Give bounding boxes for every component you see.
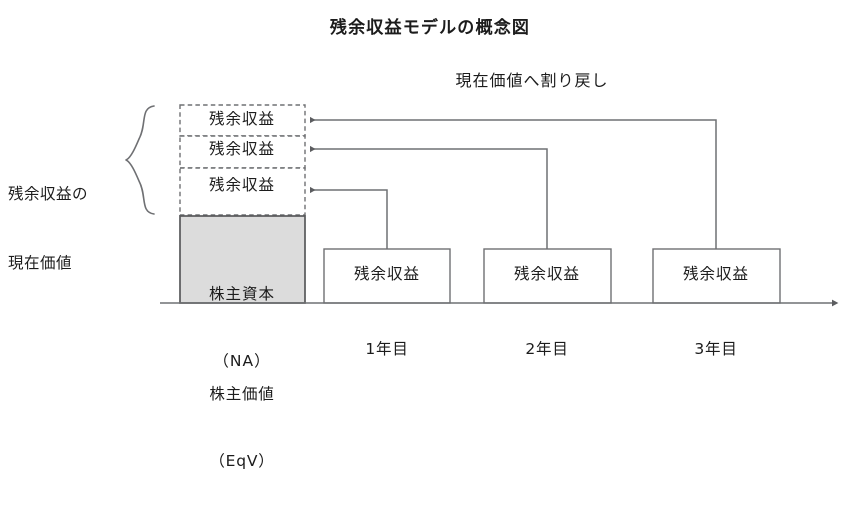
residual-income-model-diagram: 残余収益モデルの概念図 現在価値へ割り戻し 残余収益の 現在価値 残余収益 残余… [8, 18, 839, 470]
residual-income-pv-stack [179, 104, 306, 216]
residual-income-pv-box-3-label: 残余収益 [208, 176, 276, 194]
year-1-axis-label: 1年目 [365, 340, 409, 358]
equity-value-axis-label: 株主価値 （EqV） [209, 338, 274, 518]
discount-arrow-year-1 [310, 186, 388, 249]
present-value-bracket-label: 残余収益の 現在価値 [8, 136, 88, 322]
equity-value-axis-label-line1: 株主価値 [209, 384, 275, 403]
present-value-bracket-label-line2: 現在価値 [8, 254, 73, 273]
discount-arrows [310, 116, 717, 249]
year-box-2-label: 残余収益 [513, 265, 581, 283]
residual-income-pv-box-2 [179, 135, 306, 169]
residual-income-pv-box-2-label: 残余収益 [208, 140, 276, 158]
year-box-1-label: 残余収益 [353, 265, 421, 283]
year-boxes [323, 248, 781, 304]
discount-arrow-year-3 [310, 116, 717, 249]
discount-caption: 現在価値へ割り戻し [455, 71, 609, 90]
equity-value-axis-label-line2: （EqV） [209, 452, 275, 471]
book-value-box-label-line1: 株主資本 [208, 284, 276, 303]
present-value-brace [125, 105, 155, 215]
year-3-axis-label: 3年目 [694, 340, 738, 358]
residual-income-pv-box-1-label: 残余収益 [208, 110, 276, 128]
book-value-box-label-line2: （NA） [213, 352, 271, 371]
present-value-bracket-label-line1: 残余収益の [8, 184, 89, 203]
diagram-vector-layer [125, 104, 839, 307]
book-value-box-label: 株主資本 （NA） [209, 238, 275, 418]
residual-income-pv-box-3 [179, 167, 306, 216]
discount-arrow-year-2 [310, 145, 548, 249]
page-title: 残余収益モデルの概念図 [329, 18, 531, 38]
year-box-3-label: 残余収益 [682, 265, 750, 283]
year-2-axis-label: 2年目 [525, 340, 569, 358]
